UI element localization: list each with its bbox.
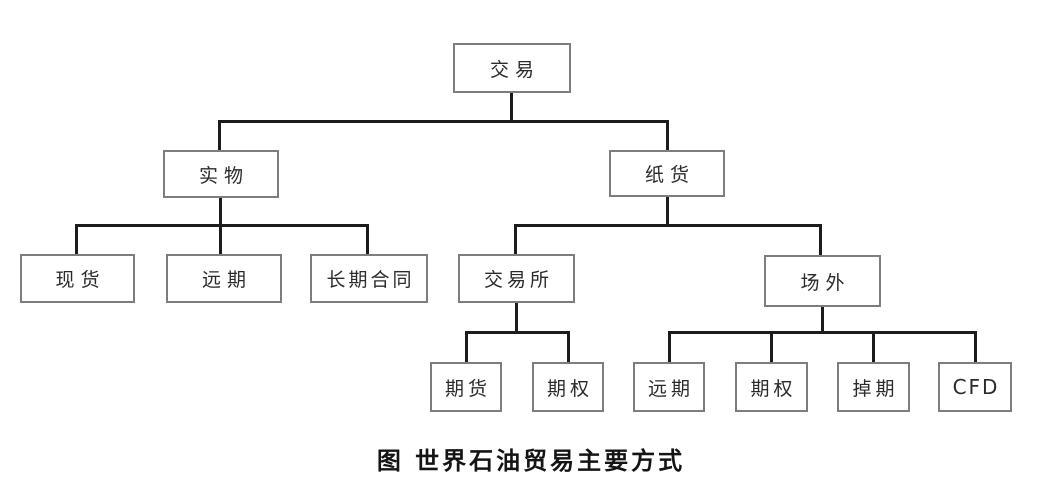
connector-exchange-down <box>515 303 518 333</box>
figure-caption: 图 世界石油贸易主要方式 <box>376 446 686 475</box>
connector-trade-down <box>510 92 513 122</box>
connector-otc-rail <box>668 331 977 334</box>
connector-physical-rail <box>75 224 369 227</box>
node-options-exchange: 期权 <box>532 362 604 412</box>
connector-physical-drop <box>218 120 221 152</box>
node-spot: 现货 <box>20 254 135 303</box>
node-trade: 交易 <box>453 43 571 93</box>
node-futures: 期货 <box>430 362 502 412</box>
node-physical: 实物 <box>163 150 279 198</box>
node-swap: 掉期 <box>837 362 910 412</box>
connector-spot-drop <box>75 224 78 254</box>
connector-longterm-drop <box>366 224 369 254</box>
connector-level1-rail <box>218 120 669 123</box>
node-long-term-contract: 长期合同 <box>310 254 428 303</box>
connector-paper-rail <box>514 224 822 227</box>
node-options-otc: 期权 <box>735 362 808 412</box>
connector-swap-drop <box>872 331 875 362</box>
connector-futures-drop <box>465 331 468 362</box>
connector-cfd-drop <box>974 331 977 362</box>
connector-paper-down <box>666 197 669 227</box>
node-cfd: CFD <box>938 362 1012 412</box>
connector-otc-down <box>821 307 824 334</box>
connector-exchange-rail <box>465 331 570 334</box>
node-otc: 场外 <box>764 255 881 307</box>
connector-options2-drop <box>770 331 773 362</box>
connector-forward2-drop <box>668 331 671 362</box>
connector-otc-drop <box>819 224 822 255</box>
node-paper: 纸货 <box>609 150 725 197</box>
connector-paper-drop <box>666 120 669 152</box>
connector-exchange-drop <box>514 224 517 254</box>
node-forward-otc: 远期 <box>633 362 705 412</box>
node-exchange: 交易所 <box>458 254 575 303</box>
node-forward-physical: 远期 <box>166 254 282 303</box>
connector-options1-drop <box>567 331 570 362</box>
